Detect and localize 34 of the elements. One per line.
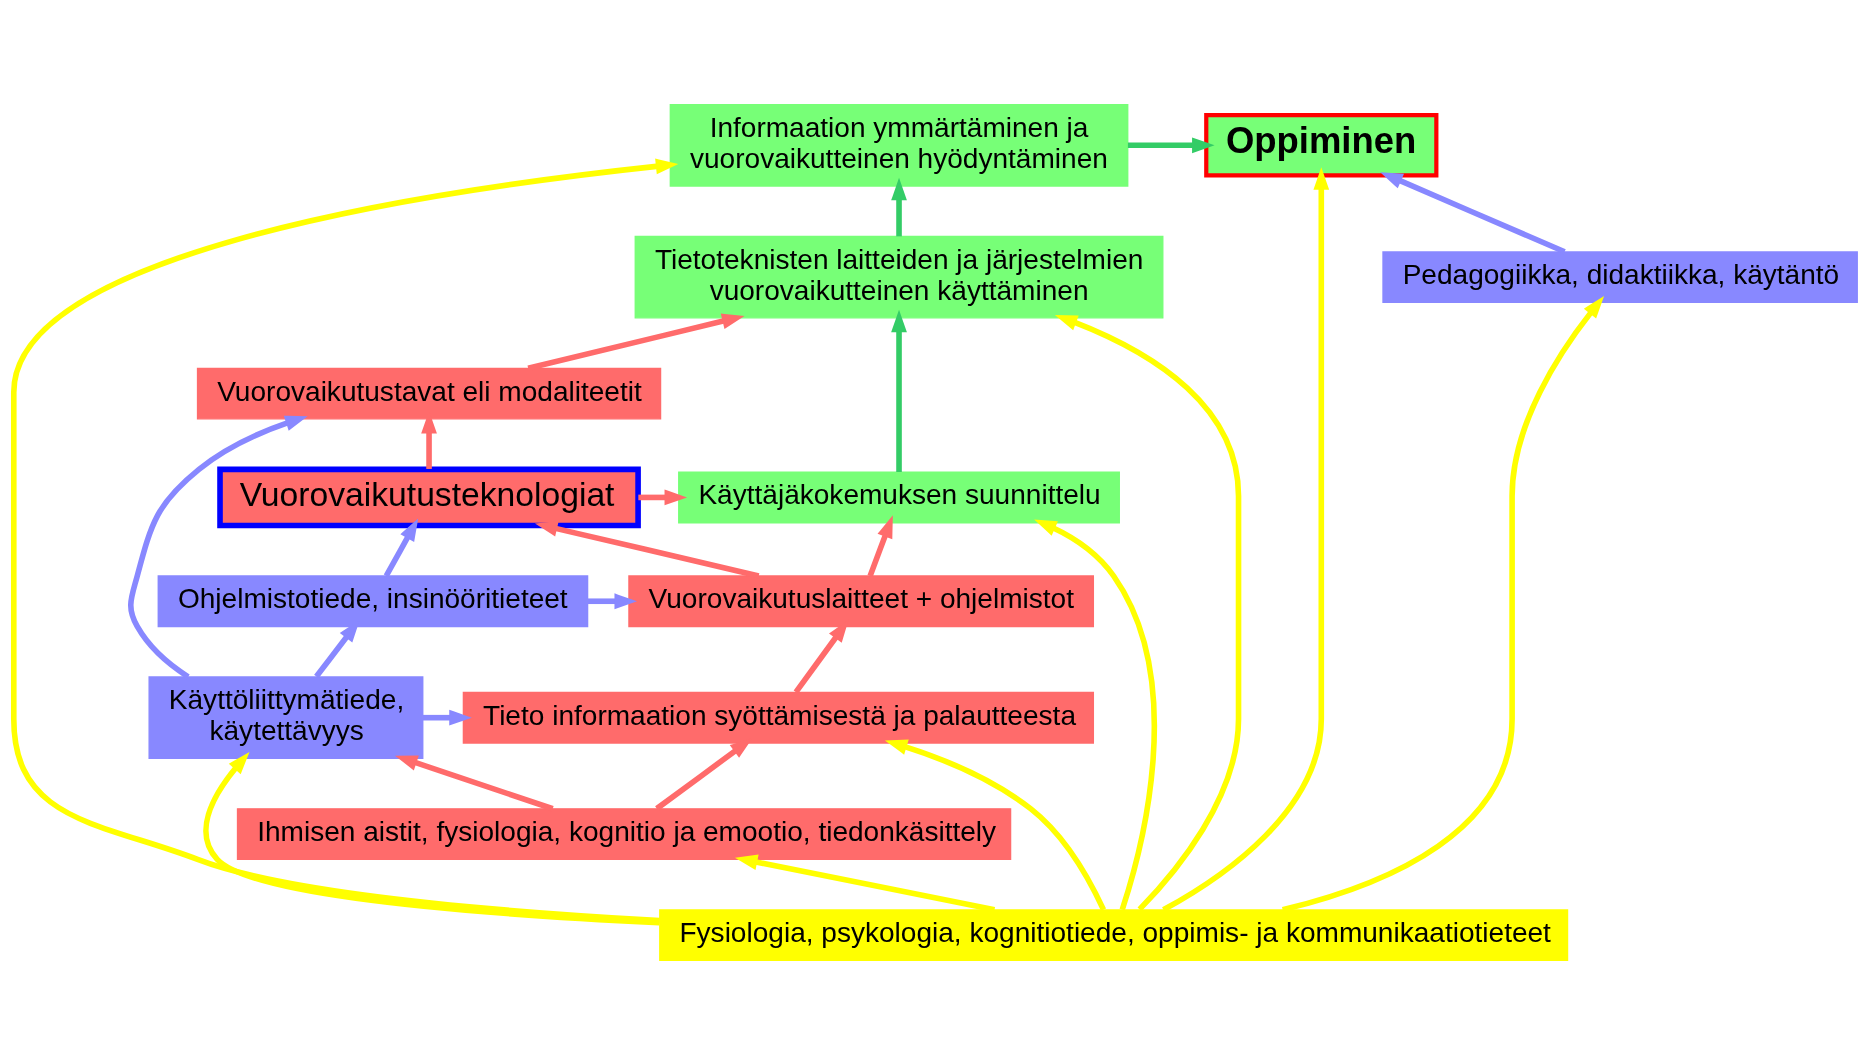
arrow xyxy=(735,854,996,913)
arrow xyxy=(527,313,745,371)
arrow xyxy=(395,754,554,811)
arrow xyxy=(884,739,1106,911)
arrow xyxy=(1162,166,1330,912)
node-box: Informaation ymmärtäminen ja vuorovaikutteinen hyödyntäminen xyxy=(669,103,1129,187)
arrow xyxy=(1380,171,1566,254)
arrow xyxy=(1054,314,1242,911)
arrow xyxy=(1281,295,1605,912)
arrow xyxy=(1127,136,1215,153)
node-box: Käyttäjäkokemuksen suunnittelu xyxy=(678,470,1120,523)
node-box: Pedagogiikka, didaktiikka, käytäntö xyxy=(1382,250,1858,303)
arrow xyxy=(638,489,688,505)
node-box: Vuorovaikutusteknologiat xyxy=(217,466,641,528)
arrow xyxy=(128,415,308,679)
node-box: Käyttöliittymätiede, käytettävyys xyxy=(148,675,424,759)
arrow xyxy=(867,514,893,577)
arrow xyxy=(535,520,760,579)
node-box: Vuorovaikutustavat eli modaliteetit xyxy=(196,367,662,420)
node-box: Tieto informaation syöttämisestä ja palautteesta xyxy=(462,691,1095,744)
node-box: Oppiminen xyxy=(1204,112,1439,178)
node-box: Ihmisen aistit, fysiologia, kognitio ja emootio, tiedonkäsittely xyxy=(236,807,1012,860)
node-box: Ohjelmistotiede, insinööritieteet xyxy=(157,574,589,627)
node-box: Vuorovaikutuslaitteet + ohjelmistot xyxy=(628,574,1095,627)
arrow xyxy=(423,709,472,726)
arrow xyxy=(383,517,419,577)
arrow xyxy=(587,592,637,609)
arrow xyxy=(203,751,660,925)
node-box: Fysiologia, psykologia, kognitiotiede, oppimis- ja kommunikaatiotieteet xyxy=(659,908,1569,961)
arrow xyxy=(891,309,907,472)
arrow xyxy=(1034,519,1158,910)
node-box: Tietoteknisten laitteiden ja järjestelmien vuorovaikutteinen käyttäminen xyxy=(634,235,1164,319)
arrow xyxy=(891,177,907,236)
arrow xyxy=(11,158,679,923)
